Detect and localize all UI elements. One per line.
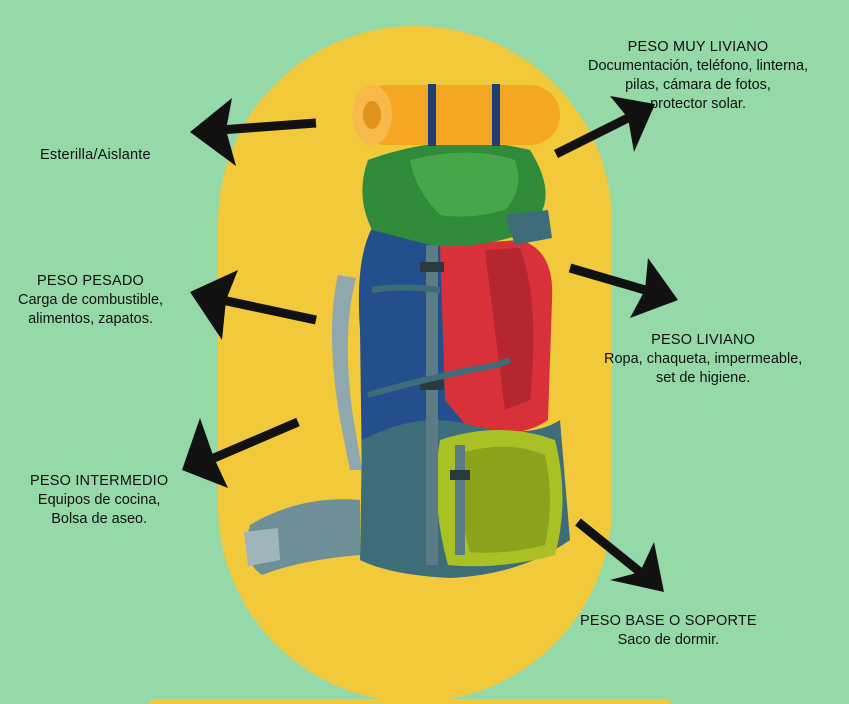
label-heavy-title: PESO PESADO — [37, 273, 145, 289]
pad-strap-1 — [428, 84, 436, 146]
label-heavy: PESO PESADO Carga de combustible, alimen… — [18, 272, 163, 329]
arrow-base — [575, 518, 664, 592]
buckle-2 — [420, 380, 444, 390]
arrow-intermediate — [182, 417, 300, 488]
label-very-light-line2: pilas, cámara de fotos, — [625, 77, 771, 93]
label-very-light: PESO MUY LIVIANO Documentación, teléfono… — [588, 38, 808, 114]
bottom-pocket-shade — [461, 446, 550, 553]
red-pocket-shade — [485, 248, 534, 410]
bottom-strip — [150, 699, 670, 704]
arrow-mat — [190, 98, 317, 166]
label-light: PESO LIVIANO Ropa, chaqueta, impermeable… — [604, 331, 802, 388]
compression-strap-2 — [367, 357, 512, 398]
side-strap — [331, 275, 362, 470]
arrows — [182, 96, 678, 592]
label-heavy-line1: Carga de combustible, — [18, 292, 164, 308]
label-intermediate-line1: Equipos de cocina, — [37, 492, 161, 508]
label-base: PESO BASE O SOPORTE Saco de dormir. — [580, 612, 757, 650]
strap-1 — [426, 245, 438, 565]
compression-strap-1 — [371, 284, 441, 293]
lid-highlight — [410, 152, 519, 217]
lid-strap — [505, 210, 552, 245]
label-mat-title: Esterilla/Aislante — [40, 147, 151, 163]
label-intermediate-title: PESO INTERMEDIO — [30, 473, 169, 489]
label-intermediate: PESO INTERMEDIO Equipos de cocina, Bolsa… — [30, 472, 168, 529]
arrow-heavy — [190, 270, 317, 340]
label-light-line2: set de higiene. — [655, 370, 751, 386]
arrow-light — [568, 258, 678, 318]
buckle-1 — [420, 262, 444, 272]
label-intermediate-line2: Bolsa de aseo. — [51, 511, 148, 527]
sleeping-pad — [355, 85, 560, 145]
label-light-line1: Ropa, chaqueta, impermeable, — [604, 351, 803, 367]
buckle-3 — [450, 470, 470, 480]
label-very-light-line3: protector solar. — [650, 96, 746, 112]
sleeping-pad-end-inner — [363, 101, 381, 129]
hip-belt-buckle — [244, 528, 280, 566]
label-base-title: PESO BASE O SOPORTE — [580, 613, 757, 629]
backpack-illustration — [244, 84, 570, 578]
label-base-line1: Saco de dormir. — [617, 632, 720, 648]
label-very-light-line1: Documentación, teléfono, linterna, — [588, 58, 809, 74]
strap-2 — [455, 445, 465, 555]
pad-strap-2 — [492, 84, 500, 146]
label-mat: Esterilla/Aislante — [40, 146, 151, 165]
label-heavy-line2: alimentos, zapatos. — [28, 311, 153, 327]
label-light-title: PESO LIVIANO — [651, 332, 756, 348]
arrow-very-light — [553, 96, 655, 159]
label-very-light-title: PESO MUY LIVIANO — [627, 39, 769, 55]
